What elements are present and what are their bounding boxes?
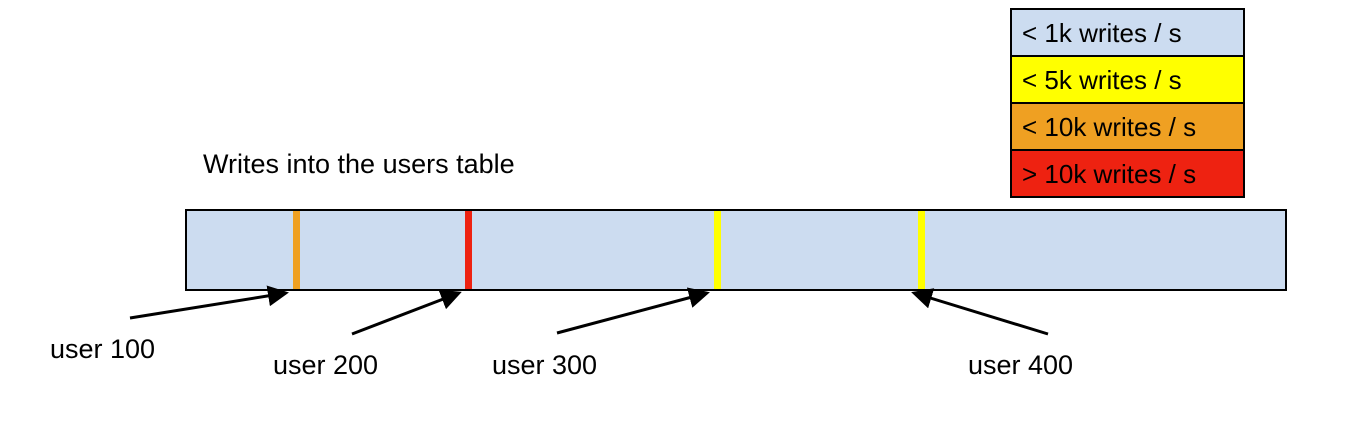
chart-title: Writes into the users table [203,149,515,179]
annotation-label-user-300: user 300 [492,350,598,380]
legend-item-high: < 10k writes / s [1012,104,1243,151]
arrow-to-user-400 [911,288,1049,336]
annotation-label-user-400: user 400 [968,350,1074,380]
legend-item-critical: > 10k writes / s [1012,151,1243,196]
legend-item-label: < 10k writes / s [1022,111,1197,142]
legend-item-label: > 10k writes / s [1022,158,1197,189]
annotation-label-user-100: user 100 [50,334,156,364]
annotation-label-user-200: user 200 [273,350,379,380]
shard-marker-user-300 [713,211,721,289]
write-rate-legend: < 1k writes / s < 5k writes / s < 10k wr… [1010,8,1245,198]
shard-marker-user-200 [464,211,472,289]
arrow-to-user-100 [129,285,289,320]
shard-marker-user-100 [292,211,300,289]
legend-item-label: < 5k writes / s [1022,64,1182,95]
legend-item-label: < 1k writes / s [1022,17,1182,48]
legend-item-medium: < 5k writes / s [1012,57,1243,104]
shard-marker-user-400 [917,211,925,289]
arrow-to-user-300 [556,287,710,335]
arrow-to-user-200 [351,289,462,336]
users-table-bar [185,209,1287,291]
legend-item-low: < 1k writes / s [1012,10,1243,57]
